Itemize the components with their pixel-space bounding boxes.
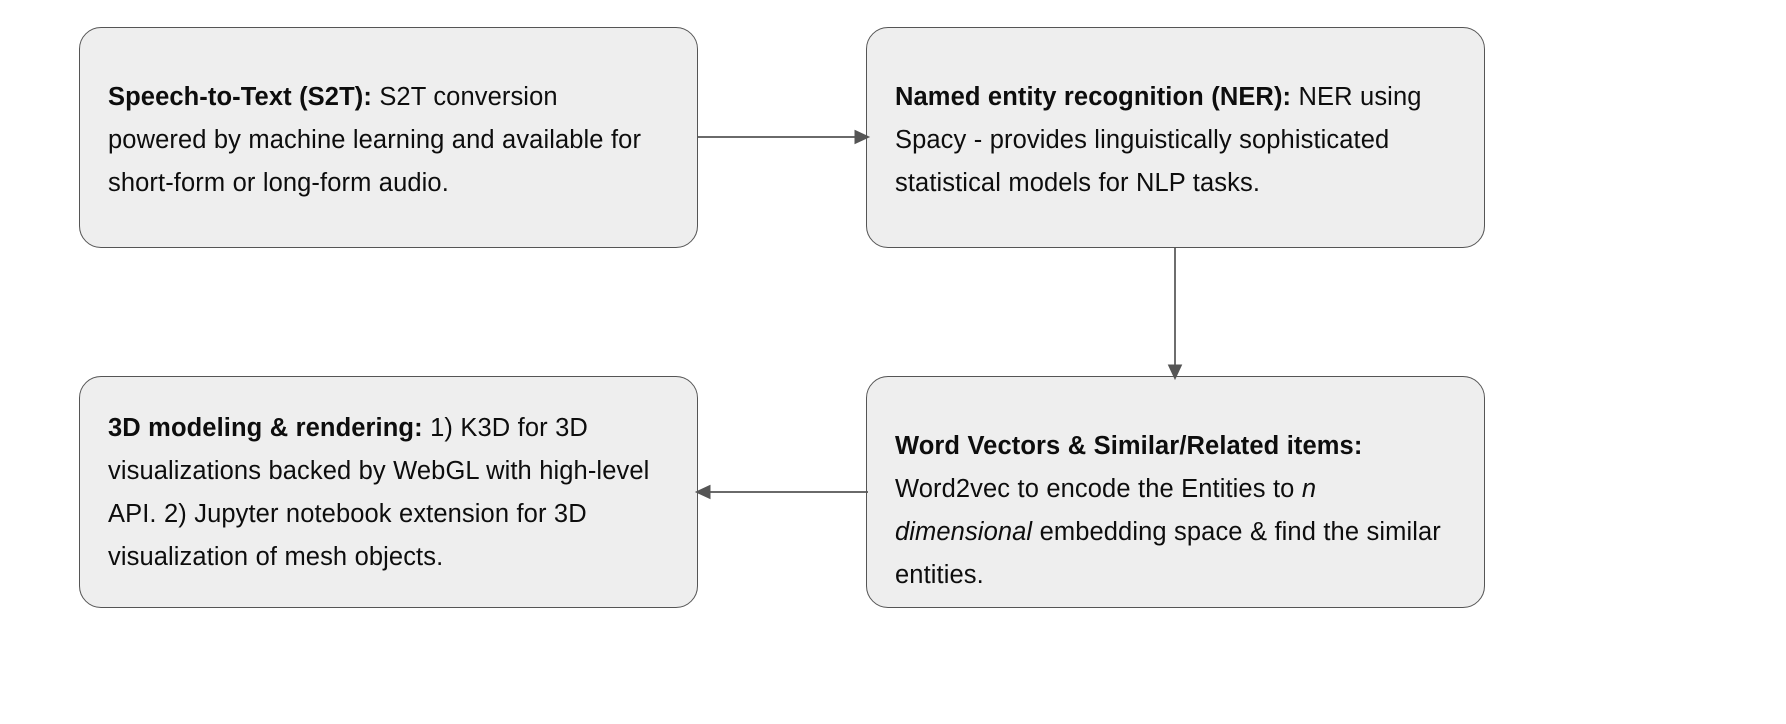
node-named-entity-recognition[interactable]: Named entity recognition (NER): NER usin… [866,27,1485,248]
node-word-vectors-body-part2: embedding space & find the similar entit… [895,518,1441,589]
node-3d-modeling-rendering-text: 3D modeling & rendering: 1) K3D for 3D v… [108,407,669,579]
node-word-vectors-label: Word Vectors & Similar/Related items: [895,432,1363,460]
node-word-vectors-emphasis: n dimensional [895,475,1317,546]
node-3d-modeling-rendering[interactable]: 3D modeling & rendering: 1) K3D for 3D v… [79,376,698,608]
node-speech-to-text-text: Speech-to-Text (S2T): S2T conversion pow… [108,76,663,205]
node-word-vectors[interactable]: Word Vectors & Similar/Related items: Wo… [866,376,1485,608]
node-named-entity-recognition-text: Named entity recognition (NER): NER usin… [895,76,1454,205]
arrow-word-vectors-to-3d-modeling [694,484,868,500]
node-speech-to-text[interactable]: Speech-to-Text (S2T): S2T conversion pow… [79,27,698,248]
node-3d-modeling-rendering-body: 1) K3D for 3D visualizations backed by W… [108,414,650,571]
node-named-entity-recognition-body: NER using Spacy - provides linguisticall… [895,83,1422,197]
arrow-s2t-to-ner [697,129,871,145]
node-named-entity-recognition-label: Named entity recognition (NER): [895,83,1292,111]
node-3d-modeling-rendering-label: 3D modeling & rendering: [108,414,423,442]
node-word-vectors-body-part1: Word2vec to encode the Entities to [895,475,1302,503]
arrow-ner-to-word-vectors [1167,247,1183,381]
node-speech-to-text-body: S2T conversion powered by machine learni… [108,83,642,197]
node-word-vectors-text: Word Vectors & Similar/Related items: Wo… [895,425,1458,597]
node-speech-to-text-label: Speech-to-Text (S2T): [108,83,372,111]
